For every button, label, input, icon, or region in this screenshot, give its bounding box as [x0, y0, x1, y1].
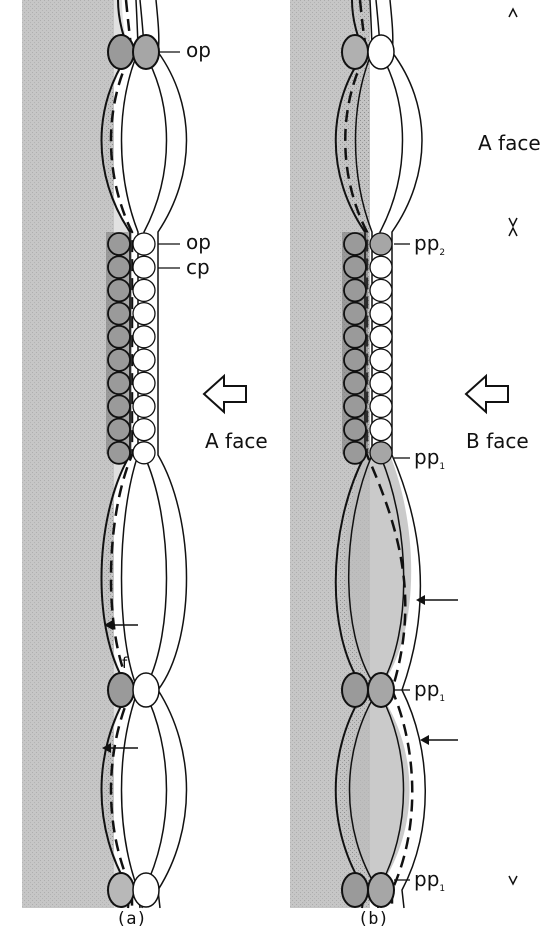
panel-a-complementary-particle — [133, 372, 155, 394]
panel-a-complementary-particle — [133, 442, 155, 464]
panel-b-particle-right — [370, 233, 392, 255]
panel-a-face-arrow-icon — [204, 376, 246, 412]
panel-b-particle-left — [344, 442, 366, 464]
panel-a-protoplasmic-particle — [108, 256, 130, 278]
label-pp1-bottom: pp1 — [414, 867, 445, 894]
label-pp1-middle-subscript: 1 — [439, 694, 445, 704]
panel-a-complementary-particle — [133, 349, 155, 371]
panel-a-protoplasmic-particle — [108, 395, 130, 417]
label-op-mid: op — [186, 230, 211, 254]
label-f: f — [122, 654, 128, 672]
right-margin-face-label: A face — [478, 131, 541, 155]
label-pp1-middle-base: pp — [414, 677, 439, 701]
label-pp1-strand: pp1 — [414, 445, 445, 472]
panel-a-face-label: A face — [205, 429, 268, 453]
range-marker-top-icon — [509, 9, 517, 17]
panel-a-protoplasmic-particle — [108, 372, 130, 394]
panel-b-particle-left — [344, 395, 366, 417]
panel-a: op op cp f A face (a) — [22, 0, 268, 929]
panel-b-particle-left — [344, 419, 366, 441]
panel-b-particle-right — [370, 372, 392, 394]
panel-b-particle-right — [370, 395, 392, 417]
panel-a-complementary-particle — [133, 303, 155, 325]
label-op-top: op — [186, 38, 211, 62]
panel-a-protoplasmic-particle — [108, 419, 130, 441]
panel-a-protoplasmic-particle — [108, 303, 130, 325]
panel-a-membrane-line-right — [156, 0, 187, 908]
panel-b-particle-left — [344, 256, 366, 278]
panel-b-particle-left — [344, 233, 366, 255]
label-pp1-strand-base: pp — [414, 445, 439, 469]
panel-a-complementary-particle — [133, 256, 155, 278]
panel-a-protoplasmic-particle — [108, 233, 130, 255]
label-pp2: pp2 — [414, 231, 445, 258]
panel-b-particle-right — [370, 419, 392, 441]
panel-b-junction-strand — [342, 232, 392, 464]
panel-b-arrow-lower — [420, 735, 458, 745]
label-pp2-base: pp — [414, 231, 439, 255]
panel-b-particle-right — [370, 303, 392, 325]
panel-b-particle-left — [344, 326, 366, 348]
panel-a-complementary-particle — [133, 395, 155, 417]
panel-a-protoplasmic-particle — [108, 326, 130, 348]
label-pp1-bottom-subscript: 1 — [439, 884, 445, 894]
panel-b-particle-right — [370, 442, 392, 464]
panel-b-particle-left — [344, 303, 366, 325]
panel-b-particle-right — [370, 279, 392, 301]
panel-b-face-arrow-icon — [466, 376, 508, 412]
panel-b-particle-right — [370, 349, 392, 371]
range-marker-next-top-icon — [509, 228, 517, 236]
label-pp1-strand-subscript: 1 — [439, 462, 445, 472]
panel-b-particle-left — [344, 349, 366, 371]
panel-a-junction-strand — [106, 232, 155, 464]
panel-b-arrow-upper — [416, 595, 458, 605]
panel-a-protoplasmic-particle — [108, 279, 130, 301]
panel-a-caption: (a) — [116, 909, 147, 929]
range-marker-bottom-icon — [509, 218, 517, 226]
panel-b-face-label: B face — [466, 429, 529, 453]
range-marker-end-icon — [509, 876, 517, 884]
panel-b-particle-left — [344, 372, 366, 394]
panel-a-protoplasmic-particle — [108, 349, 130, 371]
panel-b-particle-right — [370, 256, 392, 278]
panel-a-complementary-particle — [133, 233, 155, 255]
panel-a-complementary-particle — [133, 419, 155, 441]
label-pp1-middle: pp1 — [414, 677, 445, 704]
label-pp1-bottom-base: pp — [414, 867, 439, 891]
panel-b-caption: (b) — [358, 909, 389, 929]
panel-a-protoplasmic-particle — [108, 442, 130, 464]
panel-b-particle-left — [344, 279, 366, 301]
panel-a-complementary-particle — [133, 326, 155, 348]
label-cp: cp — [186, 255, 210, 279]
panel-a-complementary-particle — [133, 279, 155, 301]
label-pp2-subscript: 2 — [439, 248, 445, 258]
panel-b-particle-right — [370, 326, 392, 348]
